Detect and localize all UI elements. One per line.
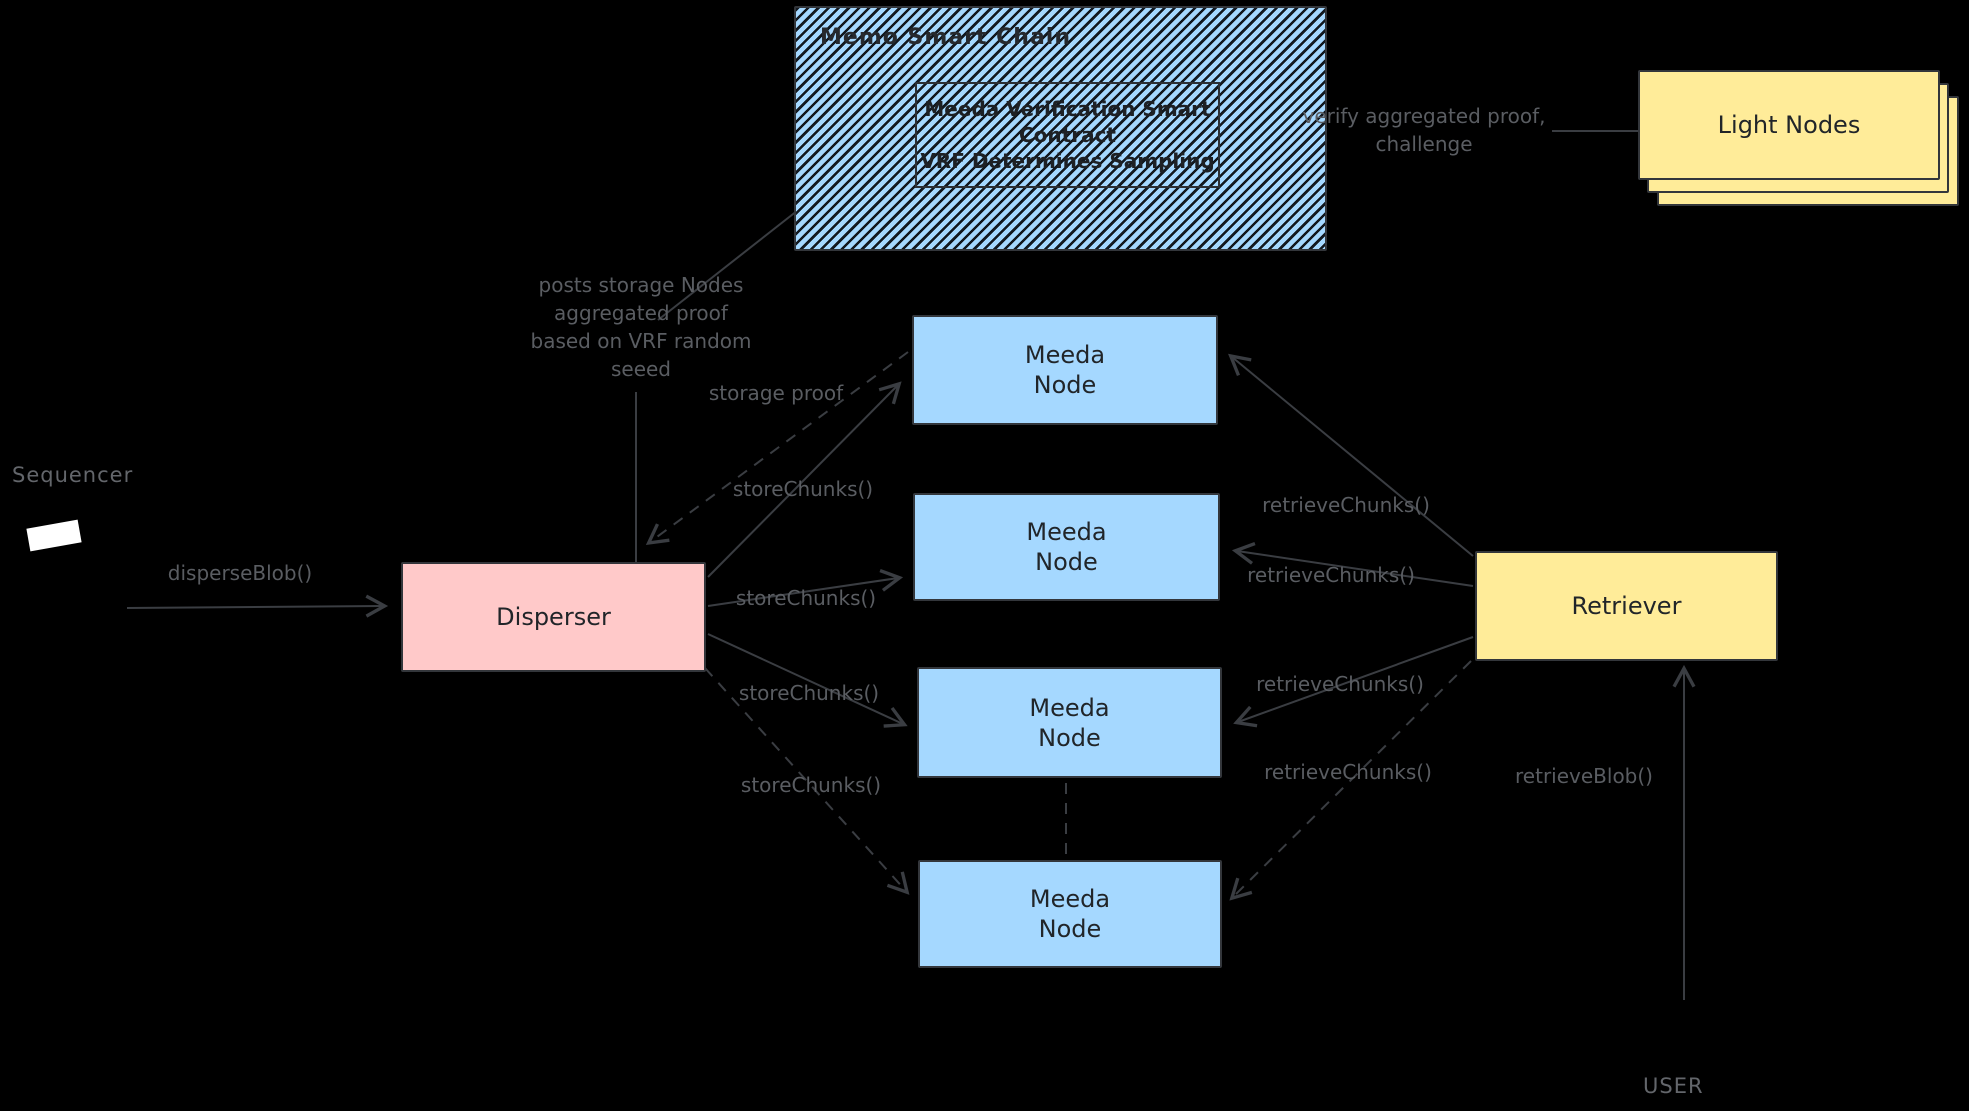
meeda-node-2-label: Meeda Node — [1026, 517, 1106, 577]
contract-line-3: VRF Determines Sampling — [920, 149, 1215, 173]
meeda-node-2-line2: Node — [1035, 548, 1098, 576]
posts-proof-line-2: aggregated proof — [554, 301, 728, 325]
meeda-node-3: Meeda Node — [917, 667, 1222, 778]
edge-store-chunks-4 — [704, 667, 910, 895]
meeda-node-1-label: Meeda Node — [1025, 340, 1105, 400]
user-label: USER — [1643, 1074, 1704, 1098]
edge-label-store-chunks-1: storeChunks() — [732, 477, 874, 501]
disperser-box: Disperser — [401, 562, 706, 672]
light-nodes-label: Light Nodes — [1717, 111, 1861, 139]
meeda-node-4: Meeda Node — [918, 860, 1222, 968]
posts-proof-line-1: posts storage Nodes — [538, 273, 744, 297]
edge-label-retrieve-blob: retrieveBlob() — [1515, 764, 1653, 788]
meeda-node-3-line1: Meeda — [1029, 693, 1110, 722]
edge-store-chunks-2 — [707, 568, 904, 607]
edge-label-retrieve-chunks-3: retrieveChunks() — [1256, 672, 1424, 696]
edge-storage-proof — [645, 351, 909, 546]
sequencer-label: Sequencer — [12, 463, 134, 487]
meeda-node-4-label: Meeda Node — [1030, 884, 1110, 944]
edge-label-store-chunks-4: storeChunks() — [740, 773, 882, 797]
edge-label-store-chunks-2: storeChunks() — [735, 586, 877, 610]
meeda-node-2-line1: Meeda — [1026, 518, 1107, 546]
retriever-label: Retriever — [1571, 592, 1682, 620]
meeda-node-1: Meeda Node — [912, 315, 1218, 425]
edge-retrieve-chunks-2 — [1231, 541, 1474, 587]
edge-store-chunks-1 — [707, 381, 902, 578]
edge-label-retrieve-chunks-2: retrieveChunks() — [1247, 563, 1415, 587]
edge-label-disperse-blob: disperseBlob() — [167, 561, 313, 585]
meeda-node-3-line2: Node — [1038, 723, 1101, 752]
edge-label-retrieve-chunks-4: retrieveChunks() — [1264, 760, 1432, 784]
edge-label-retrieve-chunks-1: retrieveChunks() — [1262, 493, 1430, 517]
verify-line-1: verify aggregated proof, — [1302, 104, 1546, 128]
edge-label-storage-proof: storage proof — [708, 381, 844, 405]
meeda-node-1-line1: Meeda — [1024, 341, 1106, 369]
verify-line-2: challenge — [1375, 132, 1473, 156]
verification-contract-box: Meeda Verification Smart Contract VRF De… — [915, 82, 1220, 188]
smart-chain-title: Memo Smart Chain — [820, 25, 1072, 50]
edge-disperse-blob — [126, 594, 389, 618]
meeda-node-4-line2: Node — [1038, 915, 1102, 943]
meeda-node-4-line1: Meeda — [1029, 885, 1111, 913]
edge-retrieve-chunks-3 — [1233, 636, 1474, 728]
edge-store-chunks-3 — [707, 633, 908, 728]
meeda-node-3-label: Meeda Node — [1029, 693, 1109, 753]
meeda-node-1-line2: Node — [1033, 371, 1097, 399]
disperser-label: Disperser — [496, 603, 611, 631]
posts-proof-line-4: seeed — [610, 357, 672, 381]
edge-retrieve-chunks-4 — [1229, 660, 1472, 901]
smart-chain-box: Memo Smart Chain Meeda Verification Smar… — [794, 6, 1327, 251]
edge-label-verify: verify aggregated proof, challenge — [1302, 102, 1545, 158]
contract-line-1: Meeda Verification Smart — [924, 97, 1211, 121]
edge-label-posts-proof: posts storage Nodes aggregated proof bas… — [530, 271, 751, 383]
light-nodes-box: Light Nodes — [1638, 70, 1940, 180]
posts-proof-line-3: based on VRF random — [530, 329, 752, 353]
edge-label-store-chunks-3: storeChunks() — [738, 681, 880, 705]
retriever-box: Retriever — [1475, 551, 1778, 661]
meeda-node-2: Meeda Node — [913, 493, 1220, 601]
edge-retrieve-chunks-1 — [1228, 353, 1474, 557]
contract-line-2: Contract — [1019, 123, 1116, 147]
